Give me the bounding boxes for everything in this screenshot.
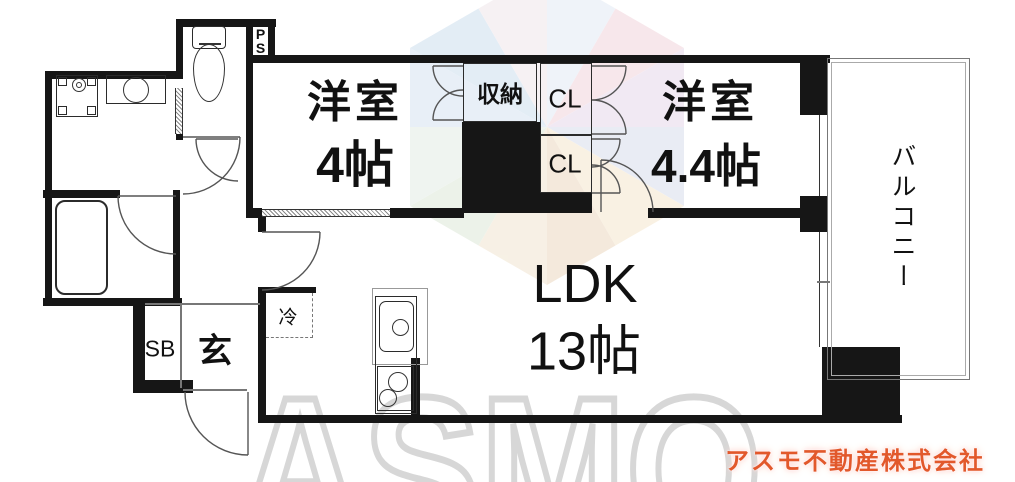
closet2-doors <box>591 138 621 194</box>
closet-2 <box>540 135 592 193</box>
step-line <box>145 303 260 305</box>
wall <box>268 19 275 63</box>
wall <box>173 190 180 306</box>
wall <box>176 19 276 27</box>
entrance-door <box>184 391 249 456</box>
wall <box>246 208 262 218</box>
refrigerator-label: 冷 <box>278 307 298 329</box>
west-room-4-label: 洋室 <box>307 78 403 127</box>
entrance-label: 玄 <box>198 332 232 371</box>
pan-corner <box>58 106 67 115</box>
bathroom-door <box>117 195 177 255</box>
bathtub <box>55 200 108 295</box>
washroom-door <box>182 136 241 195</box>
drain-center-icon <box>76 82 82 88</box>
ldk-size: 13帖 <box>526 321 642 382</box>
sliding-door <box>262 209 390 217</box>
vanity-counter <box>106 75 166 104</box>
closet-2-label: CL <box>548 148 582 179</box>
pan-corner <box>58 77 67 86</box>
stove <box>377 366 414 411</box>
washing-machine-pan <box>56 75 98 117</box>
wall <box>43 298 182 306</box>
sliding-door <box>175 88 183 134</box>
duct-shaft <box>540 193 592 213</box>
balcony-outline-inner <box>831 62 966 376</box>
balcony-label: バルコニー <box>888 143 916 293</box>
pipe-space-label: PS <box>255 26 266 56</box>
west-room-44-label: 洋室 <box>662 78 758 127</box>
refrigerator-space <box>266 293 313 338</box>
wall-pillar <box>822 347 900 423</box>
kitchen-unit <box>375 296 417 414</box>
toilet-bowl <box>193 44 225 102</box>
west-room-4-size: 4帖 <box>316 137 394 193</box>
wall <box>648 208 808 218</box>
wall <box>258 213 266 232</box>
west-room-44-size: 4.4帖 <box>651 140 761 192</box>
wall <box>411 358 420 418</box>
shoe-box-label: SB <box>144 335 176 362</box>
window-divider <box>817 281 830 283</box>
storage-label: 収納 <box>477 81 523 107</box>
stove-burner <box>388 372 408 392</box>
wall <box>176 19 183 78</box>
pan-corner <box>87 77 96 86</box>
wall-pillar <box>800 55 828 115</box>
wall <box>258 415 902 423</box>
west-room-44-door <box>600 159 654 213</box>
drain-icon <box>72 78 86 92</box>
wall <box>133 380 193 393</box>
closet-1 <box>540 63 592 135</box>
wall <box>43 190 120 198</box>
storage-closet <box>463 63 537 122</box>
balcony-outline <box>827 58 970 380</box>
wall-pillar <box>800 196 828 232</box>
ldk-label: LDK <box>532 254 638 314</box>
wall <box>250 55 830 63</box>
wall <box>258 287 316 293</box>
wall <box>390 208 464 218</box>
shoe-box-divider <box>180 305 182 388</box>
company-name: アスモ不動産株式会社 <box>725 448 985 475</box>
wall <box>258 290 266 423</box>
hall-ldk-door <box>261 231 321 291</box>
closet1-doors <box>591 65 627 135</box>
wall <box>45 71 52 306</box>
stove-burner <box>379 389 397 407</box>
entrance-threshold <box>183 389 247 391</box>
vanity-sink <box>123 77 149 103</box>
kitchen-counter <box>372 288 428 365</box>
duct-shaft <box>462 122 540 213</box>
closet-1-label: CL <box>548 83 582 114</box>
wall <box>246 19 253 218</box>
toilet-door <box>195 138 239 182</box>
wall <box>176 132 183 140</box>
pan-corner <box>87 106 96 115</box>
kitchen-sink <box>379 301 414 352</box>
sink-drain-icon <box>392 319 409 336</box>
storage-doors <box>432 65 464 121</box>
wall <box>133 303 145 393</box>
